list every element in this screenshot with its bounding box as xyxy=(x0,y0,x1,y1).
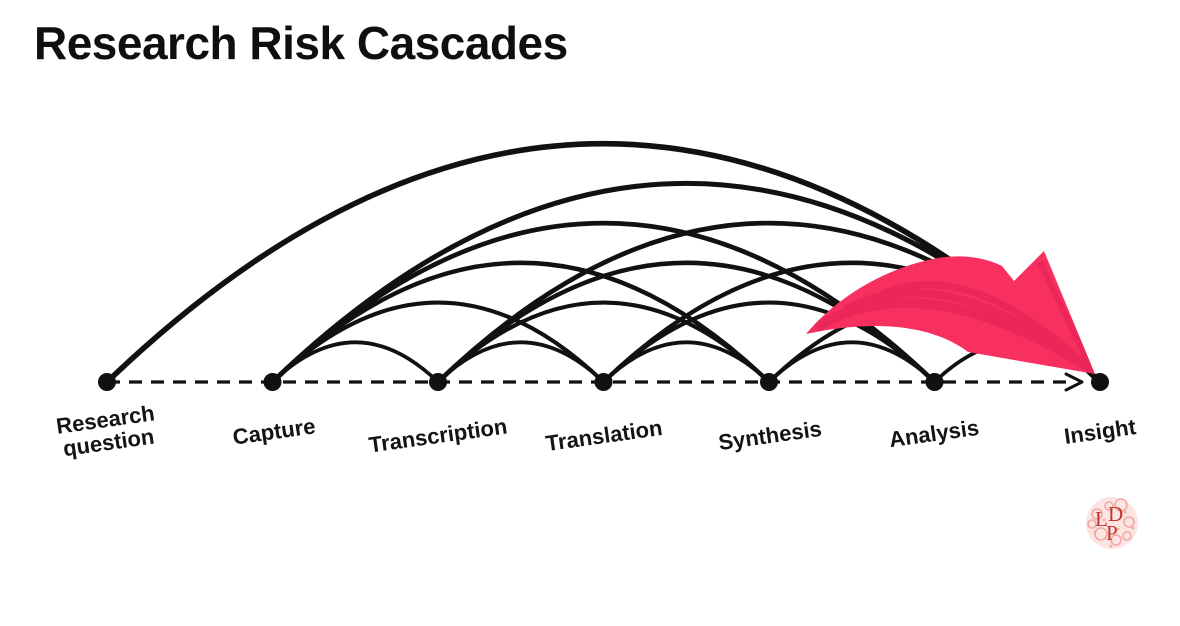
stage-node-insight xyxy=(1091,373,1109,391)
timeline-arrowhead-icon xyxy=(1064,372,1084,392)
cascade-arc-capture-to-translation xyxy=(270,300,606,384)
logo-letter-l: L xyxy=(1095,507,1108,531)
risk-arrow-body xyxy=(806,251,1095,374)
stage-node-analysis xyxy=(925,373,944,391)
page-title: Research Risk Cascades xyxy=(34,17,568,69)
stage-node-research-question xyxy=(98,373,116,391)
stage-node-translation xyxy=(594,373,613,391)
logo-letter-p: P xyxy=(1106,521,1118,545)
stage-node-synthesis xyxy=(760,373,778,391)
stage-node-capture xyxy=(263,373,282,391)
cascade-arc-transcription-to-synthesis xyxy=(436,300,771,384)
stage-node-transcription xyxy=(429,373,447,391)
risk-arrow xyxy=(806,251,1095,374)
logo-letter-d: D xyxy=(1108,502,1123,526)
brand-logo: L D P xyxy=(1086,497,1138,549)
risk-arrow-streaks xyxy=(813,260,1095,374)
